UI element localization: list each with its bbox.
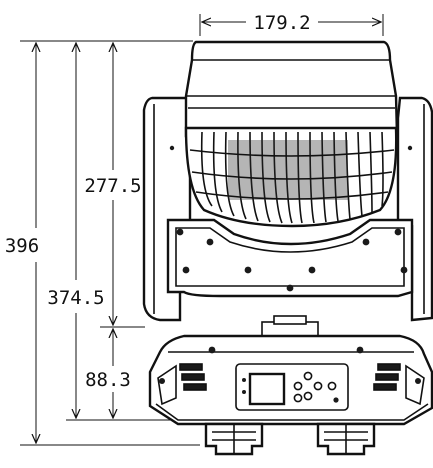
cage-band-1	[189, 149, 395, 157]
vent-left	[157, 363, 207, 406]
panel-button-left	[293, 381, 303, 391]
yoke-pivot-left	[169, 145, 175, 151]
base-screw-side-right	[415, 378, 421, 384]
cage-inner-shadow	[228, 140, 348, 200]
total-height-label: 396	[5, 235, 39, 257]
plate-screw-4	[244, 266, 252, 274]
yoke-height-label: 277.5	[84, 175, 141, 197]
pan-neck-cap	[273, 315, 307, 325]
base-height-label: 88.3	[85, 369, 131, 391]
dimension-lines	[20, 14, 384, 446]
cage-band-2	[191, 171, 393, 180]
plate-screw-9	[400, 266, 408, 274]
panel-button-up	[303, 371, 313, 381]
base-seam-bottom	[155, 403, 429, 421]
base-screw-left	[208, 346, 216, 354]
panel-button-down	[303, 391, 313, 401]
plate-screw-1	[176, 228, 184, 236]
head	[184, 40, 399, 228]
panel-led-2	[242, 390, 246, 394]
vent-right	[373, 363, 425, 406]
plate-screw-2	[206, 238, 214, 246]
foot-treads	[212, 424, 368, 454]
yoke-plate-inner	[175, 227, 405, 287]
plate-screw-3	[182, 266, 190, 274]
yoke-bottom-plate	[166, 218, 414, 298]
panel-led-1	[242, 378, 246, 382]
head-cover	[184, 40, 399, 138]
yoke-pivot-right	[407, 145, 413, 151]
cage-ribs	[200, 131, 384, 224]
plate-screw-6	[308, 266, 316, 274]
cage-band-3	[195, 191, 389, 200]
panel-button-menu	[293, 393, 303, 403]
plate-screw-7	[362, 238, 370, 246]
panel-ir-sensor	[333, 397, 339, 403]
base-screw-right	[356, 346, 364, 354]
body-height-label: 374.5	[47, 287, 104, 309]
yoke-plate	[166, 218, 414, 298]
base-screw-side-left	[159, 378, 165, 384]
panel-button-enter	[327, 381, 337, 391]
lcd-display	[248, 372, 286, 406]
panel-button-right	[313, 381, 323, 391]
plate-screw-5	[286, 284, 294, 292]
head-width-label: 179.2	[253, 12, 310, 34]
base	[148, 315, 433, 456]
plate-screw-8	[394, 228, 402, 236]
